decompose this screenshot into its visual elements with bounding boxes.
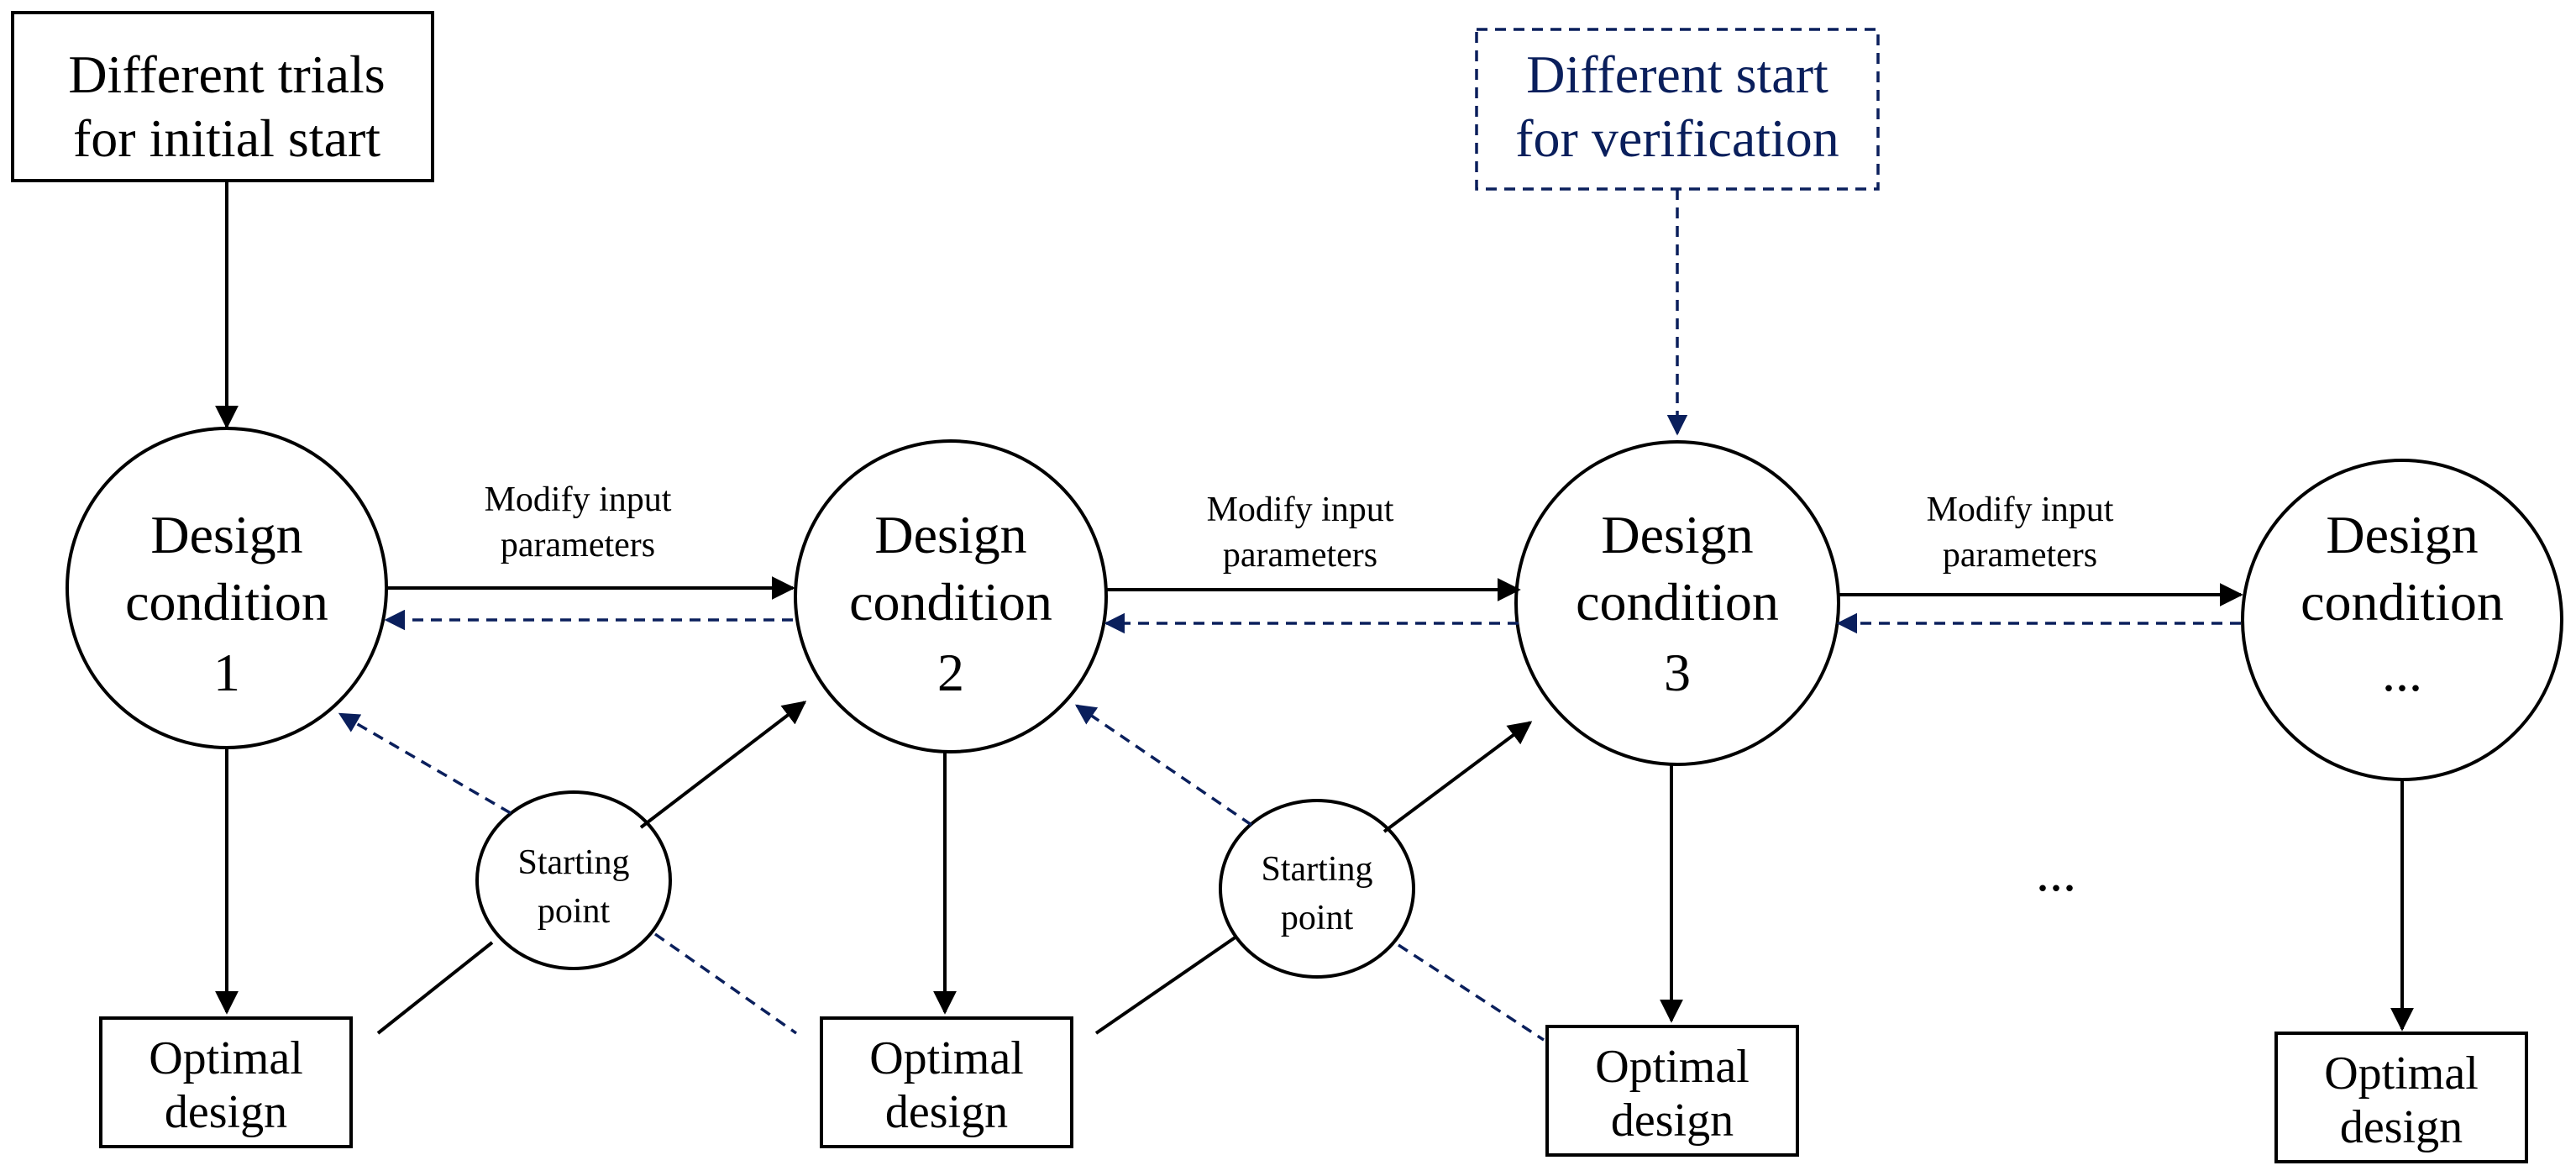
- starting-point-1-line-1: Starting: [518, 843, 630, 882]
- condition-n-line-1: Design: [2326, 505, 2478, 564]
- modify-3-line-1: Modify input: [1927, 491, 2114, 529]
- optimal-design-n: Optimal design: [2274, 1032, 2528, 1163]
- continuation-ellipsis: ...: [2036, 843, 2076, 902]
- arrow-start-2-to-condition-3: [1382, 721, 1533, 833]
- modify-label-1: Modify input parameters: [485, 480, 672, 564]
- condition-2-line-3: 2: [937, 643, 964, 702]
- starting-point-2-line-2: point: [1281, 899, 1354, 937]
- starting-point-1: Starting point: [475, 790, 672, 970]
- trial-start-text-1: Different trials: [68, 45, 385, 104]
- line-start-2-to-optimal-3: [1398, 943, 1545, 1042]
- design-condition-2: Design condition 2: [794, 439, 1108, 753]
- starting-point-2: Starting point: [1219, 799, 1415, 979]
- verification-text-2: for verification: [1515, 108, 1839, 168]
- modify-2-line-2: parameters: [1223, 536, 1377, 575]
- line-start-1-to-optimal-2: [653, 932, 798, 1035]
- optimal-3-line-2: design: [1611, 1095, 1734, 1147]
- starting-point-2-line-1: Starting: [1262, 850, 1373, 889]
- modify-1-line-1: Modify input: [485, 480, 672, 519]
- optimal-n-line-2: design: [2340, 1101, 2463, 1153]
- condition-1-line-2: condition: [125, 572, 328, 632]
- arrow-start-2-to-condition-2: [1074, 704, 1252, 827]
- condition-1-line-1: Design: [150, 505, 302, 564]
- trial-start-text-2: for initial start: [73, 108, 380, 168]
- modify-label-3: Modify input parameters: [1927, 491, 2114, 575]
- optimal-n-line-1: Optimal: [2324, 1047, 2479, 1100]
- optimal-3-line-1: Optimal: [1595, 1041, 1750, 1093]
- condition-3-line-1: Design: [1601, 505, 1753, 564]
- modify-3-line-2: parameters: [1943, 536, 2097, 575]
- line-optimal-1-to-start-1: [376, 941, 494, 1035]
- condition-n-line-2: condition: [2301, 572, 2504, 632]
- modify-label-2: Modify input parameters: [1207, 491, 1394, 575]
- verification-start-box: Different start for verification: [1475, 28, 1880, 191]
- verification-text-1: Different start: [1526, 45, 1828, 104]
- design-condition-n: Design condition ...: [2241, 459, 2563, 781]
- starting-point-1-line-2: point: [538, 892, 611, 931]
- design-condition-3: Design condition 3: [1514, 440, 1840, 766]
- modify-1-line-2: parameters: [501, 526, 655, 564]
- condition-2-line-1: Design: [874, 505, 1026, 564]
- condition-2-line-2: condition: [849, 572, 1052, 632]
- optimal-1-line-1: Optimal: [149, 1032, 303, 1084]
- condition-3-line-3: 3: [1664, 643, 1691, 702]
- optimal-design-1: Optimal design: [99, 1016, 353, 1148]
- condition-n-line-3: ...: [2382, 643, 2422, 702]
- line-optimal-2-to-start-2: [1094, 935, 1238, 1035]
- condition-3-line-2: condition: [1576, 572, 1779, 632]
- optimal-design-2: Optimal design: [820, 1016, 1073, 1148]
- condition-1-line-3: 1: [213, 643, 240, 702]
- design-condition-1: Design condition 1: [66, 427, 388, 749]
- arrow-start-1-to-condition-1: [338, 712, 512, 815]
- optimal-2-line-1: Optimal: [869, 1032, 1024, 1084]
- modify-2-line-1: Modify input: [1207, 491, 1394, 529]
- optimal-1-line-2: design: [165, 1086, 287, 1138]
- arrow-start-1-to-condition-2: [639, 701, 807, 829]
- optimal-design-3: Optimal design: [1545, 1025, 1799, 1157]
- optimal-2-line-2: design: [885, 1086, 1008, 1138]
- trial-start-box: Different trials for initial start: [11, 11, 434, 182]
